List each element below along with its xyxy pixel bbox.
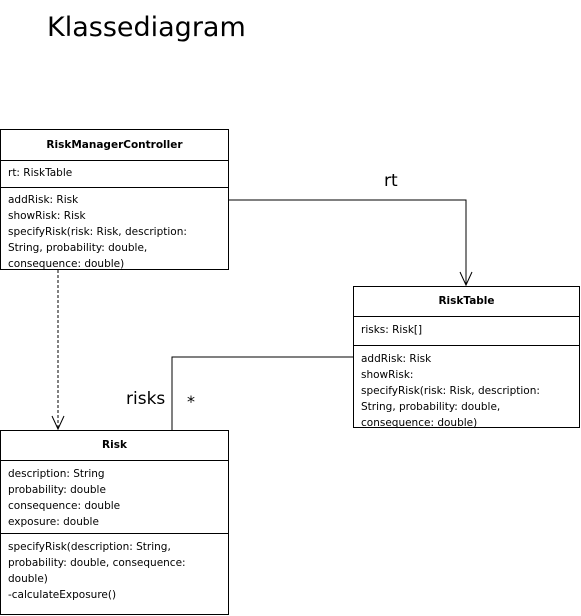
attribute: consequence: double	[8, 500, 121, 512]
association-rt-label: rt	[384, 171, 398, 191]
class-name-text: Risk	[102, 439, 127, 451]
operation: specifyRisk(risk: Risk, description:	[8, 226, 187, 238]
association-risks-multiplicity: *	[187, 392, 195, 411]
class-name-text: RiskTable	[438, 295, 495, 307]
operation: addRisk: Risk	[8, 194, 79, 206]
attribute-section: rt: RiskTable	[1, 161, 228, 188]
association-rt-line	[229, 199, 467, 285]
attribute: risks: Risk[]	[361, 324, 423, 336]
operation-section: specifyRisk(description: String, probabi…	[1, 534, 228, 607]
operation: consequence: double)	[8, 258, 125, 270]
class-name: RiskManagerController	[1, 130, 228, 161]
operation: probability: double, consequence:	[8, 557, 186, 569]
operation: String, probability: double,	[361, 401, 501, 413]
attribute-section: description: String probability: double …	[1, 461, 228, 534]
class-risk-manager-controller[interactable]: RiskManagerController rt: RiskTable addR…	[0, 129, 229, 270]
operation: -calculateExposure()	[8, 589, 117, 601]
operation: specifyRisk(risk: Risk, description:	[361, 385, 540, 397]
class-name: Risk	[1, 431, 228, 461]
operation: showRisk:	[361, 369, 414, 381]
class-name-text: RiskManagerController	[46, 139, 183, 151]
operation: showRisk: Risk	[8, 210, 86, 222]
association-risks-line	[171, 356, 353, 430]
operation: String, probability: double,	[8, 242, 148, 254]
dependency-arrowhead	[51, 415, 65, 431]
operation: double)	[8, 573, 48, 585]
association-risks-label: risks	[126, 389, 166, 409]
operation: consequence: double)	[361, 417, 478, 429]
attribute: probability: double	[8, 484, 106, 496]
operation: specifyRisk(description: String,	[8, 541, 171, 553]
operation-section: addRisk: Risk showRisk: Risk specifyRisk…	[1, 188, 228, 276]
operation: addRisk: Risk	[361, 353, 432, 365]
class-name: RiskTable	[354, 287, 579, 317]
class-risk-table[interactable]: RiskTable risks: Risk[] addRisk: Risk sh…	[353, 286, 580, 429]
attribute: rt: RiskTable	[8, 167, 73, 179]
class-risk[interactable]: Risk description: String probability: do…	[0, 430, 229, 615]
association-rt-arrowhead	[459, 271, 473, 287]
attribute-section: risks: Risk[]	[354, 317, 579, 346]
attribute: description: String	[8, 468, 105, 480]
attribute: exposure: double	[8, 516, 99, 528]
diagram-title: Klassediagram	[47, 12, 246, 43]
operation-section: addRisk: Risk showRisk: specifyRisk(risk…	[354, 346, 579, 435]
